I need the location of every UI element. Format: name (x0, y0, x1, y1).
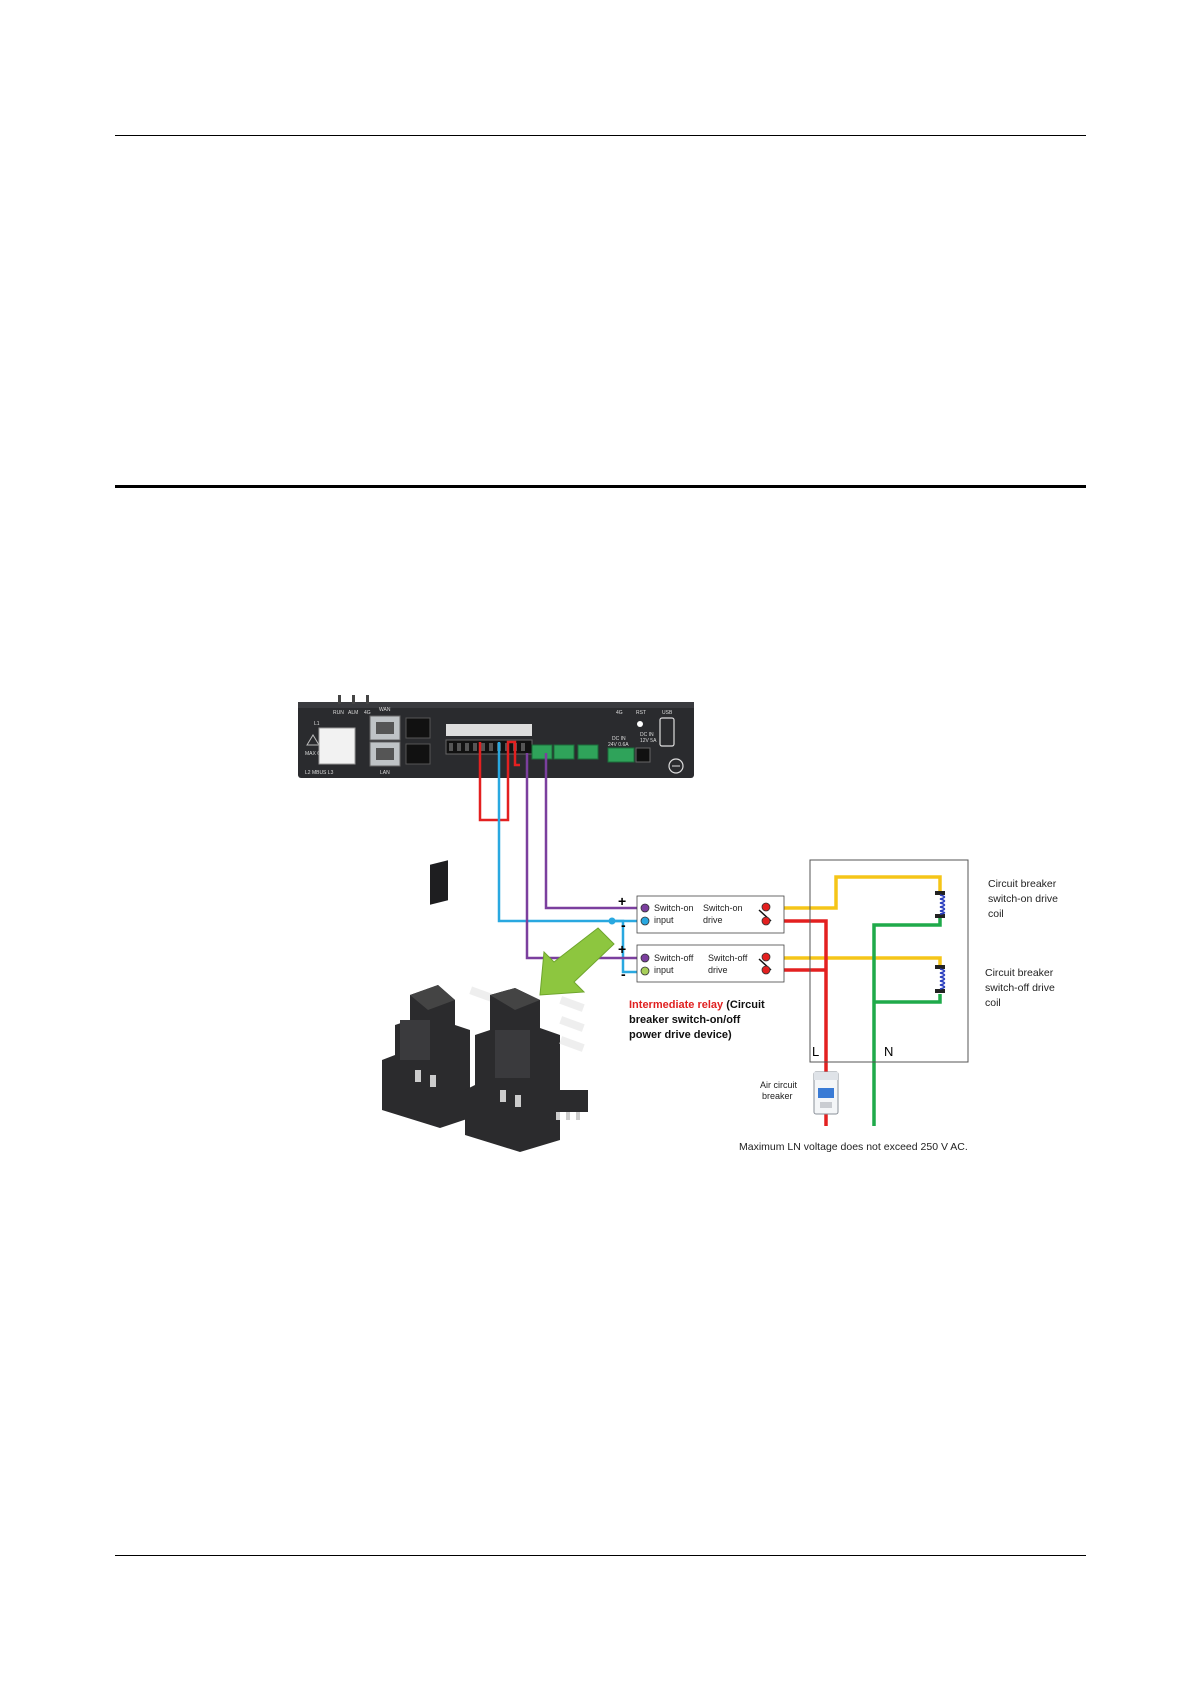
label-dc-in-2: DC IN (640, 732, 654, 738)
led-label-alm: ALM (348, 710, 358, 716)
label-dc-in-1: DC IN (612, 736, 626, 742)
footer-rule (115, 1555, 1086, 1556)
label-4g-module: 4G (616, 710, 623, 716)
relay-caption-line3: power drive device) (629, 1029, 732, 1041)
relay-switch-on: Switch-on input Switch-on drive + - (618, 893, 785, 934)
relay-product-image (382, 860, 588, 1152)
wire-purple-off (525, 753, 642, 960)
relay-off-box (636, 944, 785, 983)
coil-off-label-line3: coil (985, 997, 1001, 1009)
relay-on-out-terminal-2 (761, 916, 771, 926)
air-circuit-breaker-icon (813, 1071, 839, 1115)
relay-on-out-terminal-1 (761, 902, 771, 912)
relay-off-drive-line2: drive (708, 965, 728, 975)
relay-caption-line2: breaker switch-on/off (629, 1014, 741, 1026)
relay-off-out-terminal-1 (761, 952, 771, 962)
wire-purple-on (544, 753, 642, 910)
label-line-l: L (812, 1044, 819, 1059)
relay-off-out-terminal-2 (761, 965, 771, 975)
reset-button (637, 721, 643, 727)
wire-green-n-off (874, 994, 942, 1004)
ground-icon (668, 758, 684, 774)
coil-on-label-line1: Circuit breaker (988, 878, 1057, 890)
dc-jack (635, 747, 651, 763)
voltage-note: Maximum LN voltage does not exceed 250 V… (739, 1141, 968, 1153)
air-breaker-label-line1: Air circuit (760, 1080, 798, 1090)
coil-off-label-line1: Circuit breaker (985, 967, 1054, 979)
relay-on-input-line2: input (654, 915, 674, 925)
relay-caption-rest: (Circuit (723, 999, 765, 1011)
relay-off-terminal-minus (640, 966, 650, 976)
air-breaker-label-line2: breaker (762, 1091, 793, 1101)
coil-on-label-line3: coil (988, 908, 1004, 920)
section-rule (115, 485, 1086, 488)
wire-blue (497, 742, 642, 923)
wire-red-jumper (478, 740, 520, 822)
wire-yellow-off (770, 956, 942, 965)
coil-on-label-line2: switch-on drive (988, 893, 1058, 905)
relay-caption-highlight: Intermediate relay (629, 999, 724, 1011)
wire-blue-branch (610, 919, 642, 974)
label-dc-in-2-rating: 12V 5A (640, 738, 657, 744)
relay-on-minus: - (621, 917, 626, 933)
relay-off-terminal-plus (640, 953, 650, 963)
led-indicators: RUN ALM 4G (333, 695, 371, 716)
relay-off-input-line1: Switch-off (654, 953, 694, 963)
label-wan: WAN (379, 707, 391, 713)
coil-off-label-line2: switch-off drive (985, 982, 1055, 994)
relay-on-terminal-plus (640, 903, 650, 913)
relay-off-plus: + (618, 941, 626, 957)
relay-off-drive-line1: Switch-off (708, 953, 748, 963)
relay-on-plus: + (618, 893, 626, 909)
relay-on-box (636, 895, 785, 934)
green-arrow-icon (539, 927, 615, 996)
relay-caption-line1: Intermediate relay (Circuit (629, 999, 765, 1011)
label-line-n: N (884, 1044, 893, 1059)
breaker-enclosure (809, 859, 969, 1063)
green-connector-1 (531, 744, 553, 760)
wan-port (369, 715, 401, 741)
dc-in-connector (607, 747, 635, 763)
relay-on-drive-line1: Switch-on (703, 903, 743, 913)
green-connector-2 (553, 744, 575, 760)
coil-switch-off (935, 965, 946, 993)
header-rule (115, 135, 1086, 136)
wire-yellow-on (770, 875, 942, 910)
wire-green-n (872, 918, 942, 1126)
coil-switch-on (935, 891, 946, 918)
wire-red-l-on (770, 919, 828, 1126)
led-label-run: RUN (333, 710, 344, 716)
warning-icon (306, 734, 320, 746)
label-max-voltage: MAX 600V (305, 751, 330, 757)
relay-on-terminal-minus (640, 916, 650, 926)
coil-off-icon (939, 968, 946, 990)
relay-on-drive-line2: drive (703, 915, 723, 925)
relay-off-minus: - (621, 966, 626, 982)
relay-switch-off: Switch-off input Switch-off drive + - (618, 941, 785, 983)
sfp-port-1 (405, 717, 431, 739)
relay-off-input-line2: input (654, 965, 674, 975)
led-label-4g: 4G (364, 710, 371, 716)
label-l2-mbus-l3: L2 MBUS L3 (305, 770, 334, 776)
coil-on-icon (939, 894, 946, 915)
wires (478, 740, 942, 1126)
relay-on-input-line1: Switch-on (654, 903, 694, 913)
label-rst: RST (636, 710, 646, 716)
label-l1: L1 (314, 721, 320, 727)
green-connector-3 (577, 744, 599, 760)
sfp-port-2 (405, 743, 431, 765)
wire-junction (608, 917, 616, 925)
label-lan: LAN (380, 770, 390, 776)
controller-device: RUN ALM 4G L1 MAX 600V L2 MBUS L3 WAN LA… (298, 695, 694, 778)
label-usb: USB (662, 710, 673, 716)
meter-port (318, 727, 356, 765)
label-dc-in-1-rating: 24V 0.6A (608, 742, 629, 748)
usb-port (659, 717, 675, 747)
